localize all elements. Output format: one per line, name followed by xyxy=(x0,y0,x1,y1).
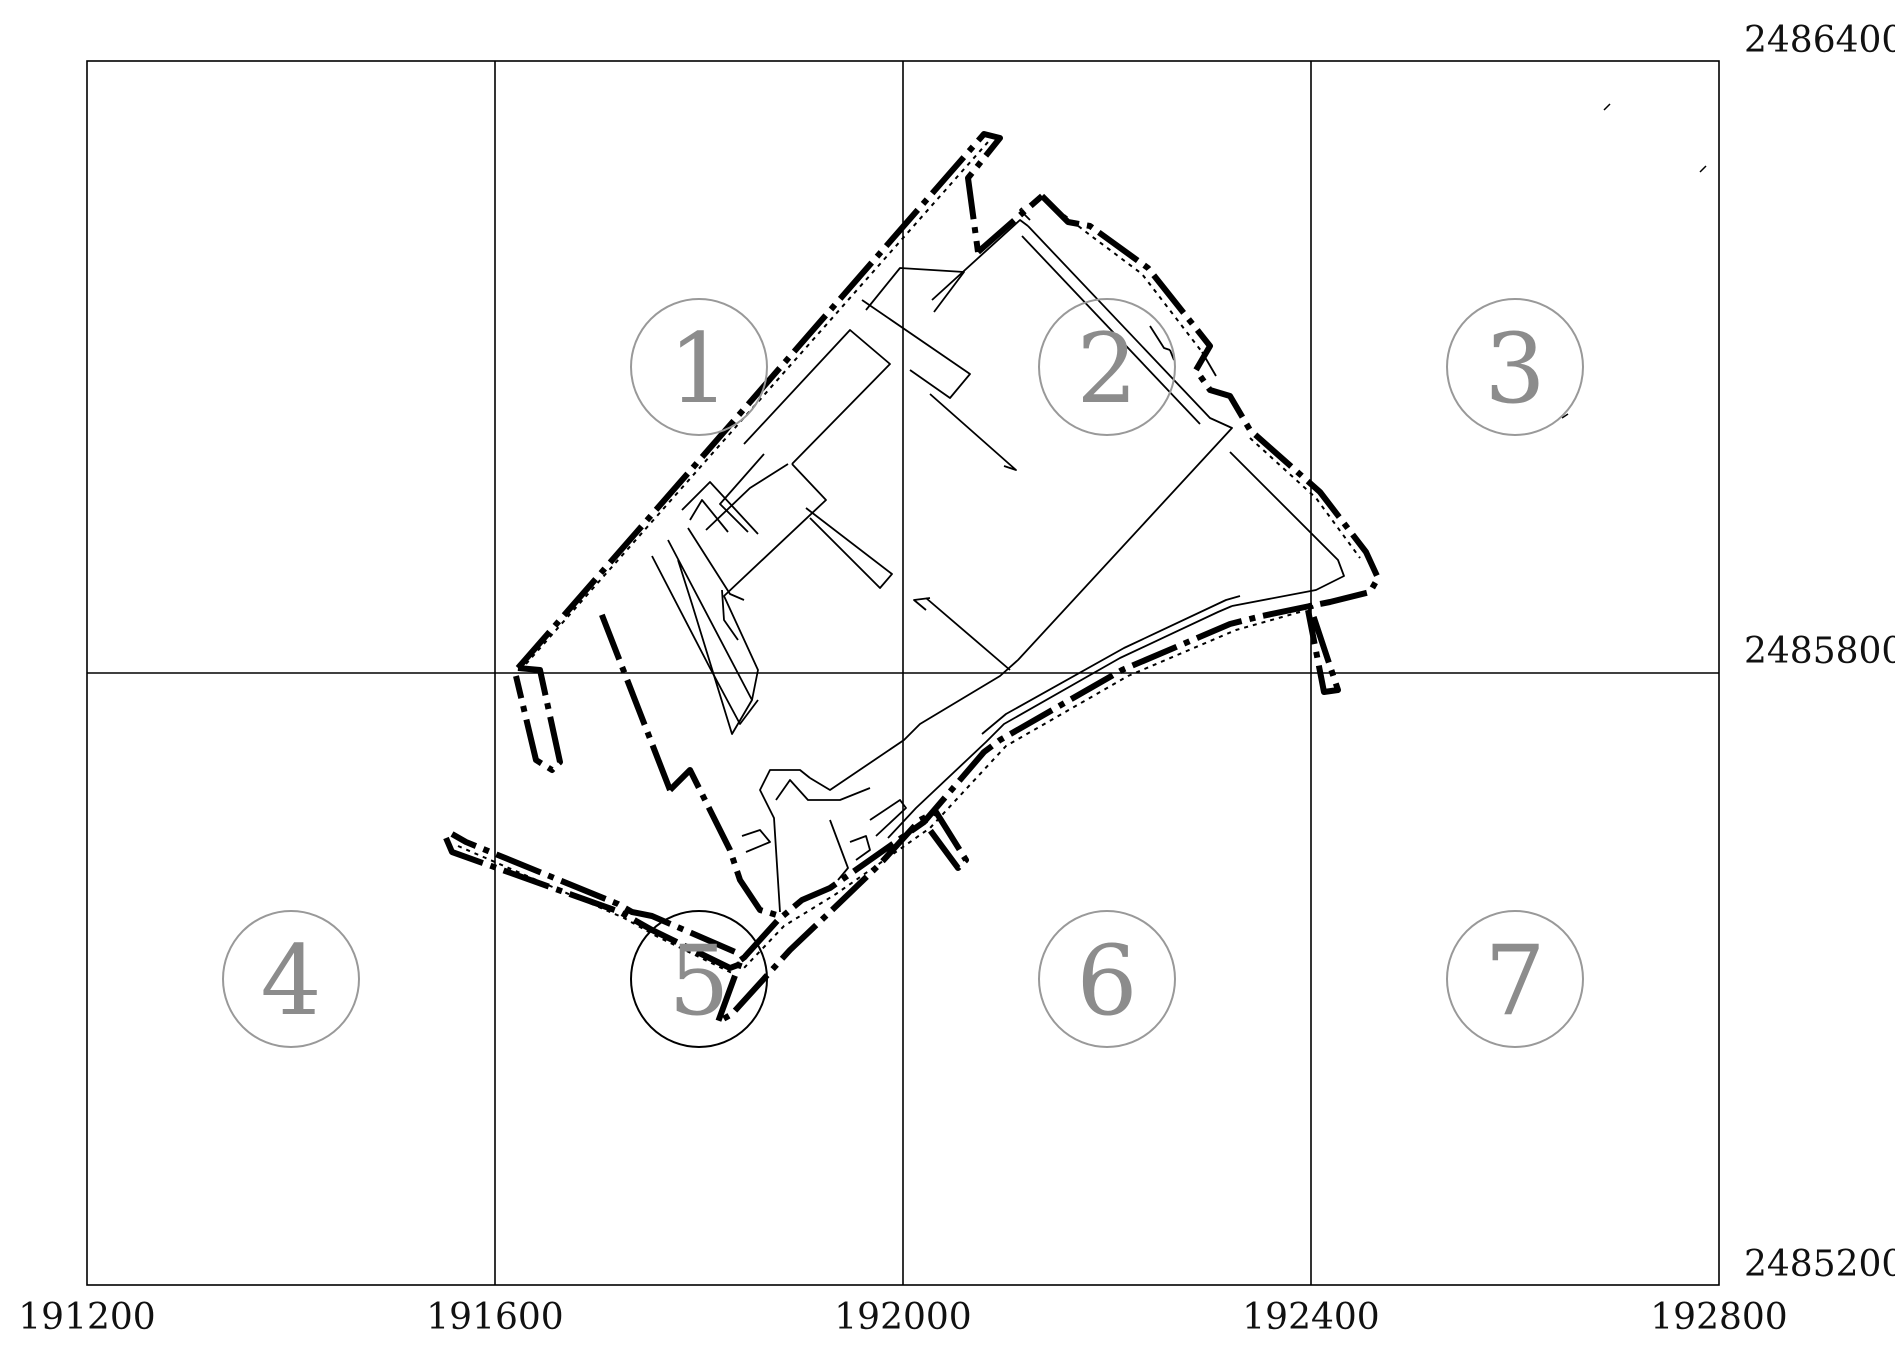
x-coord-label: 192800 xyxy=(1650,1297,1788,1338)
tick-mark xyxy=(1603,103,1611,111)
sheet-circle xyxy=(630,298,768,436)
sheet-circle-highlighted xyxy=(630,910,768,1048)
sheet-number: 5 xyxy=(668,925,729,1037)
sheet-circle xyxy=(1446,910,1584,1048)
sheet-marker-7[interactable]: 7 xyxy=(1446,910,1584,1048)
y-coord-label: 2485200 xyxy=(1744,1244,1895,1285)
sheet-circle xyxy=(1446,298,1584,436)
sheet-number: 3 xyxy=(1484,313,1545,425)
tick-marks xyxy=(1561,103,1707,419)
tick-mark xyxy=(1561,413,1569,419)
site-layout xyxy=(651,207,1345,913)
x-coord-label: 191600 xyxy=(426,1297,564,1338)
x-coord-label: 192400 xyxy=(1242,1297,1380,1338)
x-coord-label: 191200 xyxy=(18,1297,156,1338)
sheet-marker-2[interactable]: 2 xyxy=(1038,298,1176,436)
sheet-marker-5[interactable]: 5 xyxy=(630,910,768,1048)
sheet-marker-1[interactable]: 1 xyxy=(630,298,768,436)
y-coord-label: 2485800 xyxy=(1744,631,1895,672)
project-boundary xyxy=(443,131,1381,1025)
tick-mark xyxy=(1699,165,1707,173)
sheet-circle xyxy=(1038,910,1176,1048)
sheet-marker-3[interactable]: 3 xyxy=(1446,298,1584,436)
sheet-marker-6[interactable]: 6 xyxy=(1038,910,1176,1048)
sheet-number: 2 xyxy=(1076,313,1137,425)
sheet-number: 6 xyxy=(1076,925,1137,1037)
x-coord-label: 192000 xyxy=(834,1297,972,1338)
sheet-number: 7 xyxy=(1484,925,1545,1037)
sheet-marker-4[interactable]: 4 xyxy=(222,910,360,1048)
y-coord-label: 2486400 xyxy=(1744,20,1895,61)
sheet-number: 1 xyxy=(668,313,729,425)
grid-lines xyxy=(86,60,1720,1286)
sheet-circle xyxy=(222,910,360,1048)
sheet-circle xyxy=(1038,298,1176,436)
sheet-number: 4 xyxy=(260,925,321,1037)
sheet-markers: 1 2 3 4 5 6 7 xyxy=(222,298,1584,1048)
